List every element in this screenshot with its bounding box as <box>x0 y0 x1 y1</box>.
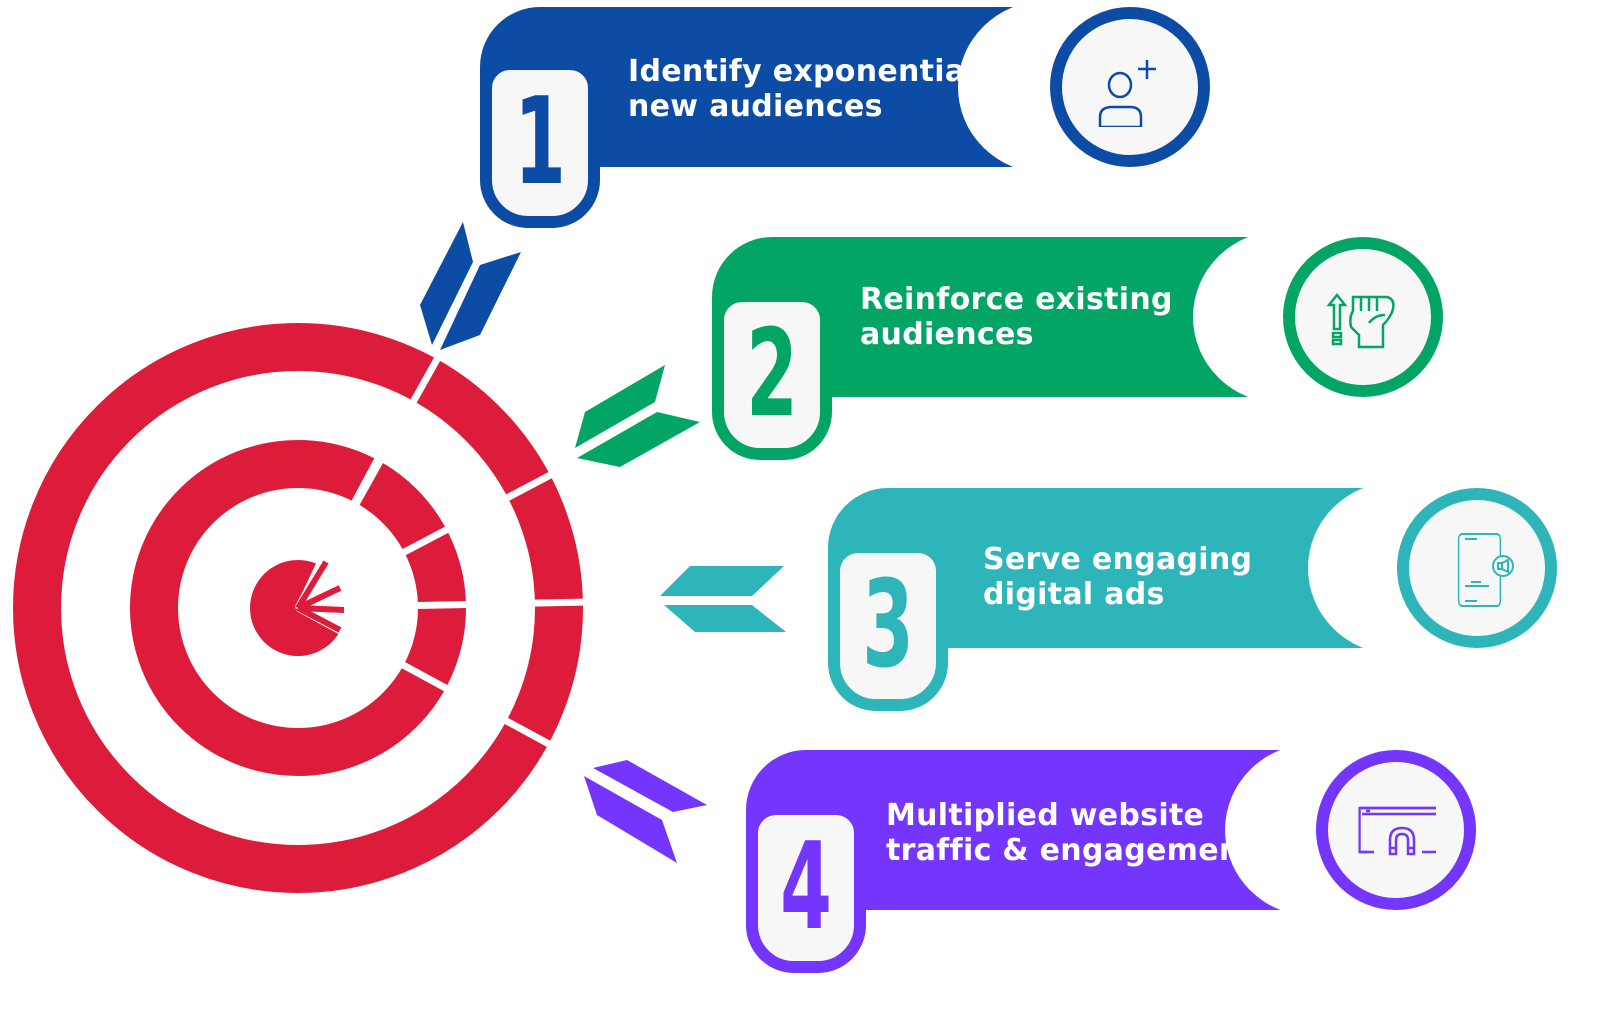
arrow-4 <box>584 760 707 863</box>
step-2-number-badge: 2 <box>712 290 832 460</box>
add-user-icon <box>1098 60 1156 127</box>
step-2-icon-circle <box>1283 237 1443 397</box>
step-1-number: 1 <box>514 73 566 212</box>
arrow-1 <box>420 222 521 350</box>
step-1-icon-circle <box>1050 7 1210 167</box>
step-1-number-badge: 1 <box>480 58 600 228</box>
step-3-number-badge: 3 <box>828 541 948 711</box>
bullseye-wedges <box>295 560 345 633</box>
outer-ring <box>13 323 583 893</box>
phone-megaphone-icon <box>1457 533 1514 607</box>
arrow-2 <box>575 365 700 467</box>
raised-fist-arrow-up-icon <box>1326 292 1395 349</box>
step-4-icon-circle <box>1316 750 1476 910</box>
browser-magnet-icon <box>1358 806 1436 856</box>
step-3-number: 3 <box>862 556 914 695</box>
step-3-icon-circle <box>1397 488 1557 648</box>
bullseye-cut <box>295 555 360 640</box>
step-4-number: 4 <box>780 818 832 957</box>
arrow-3 <box>660 566 786 632</box>
step-2-number: 2 <box>746 305 798 444</box>
step-4-number-badge: 4 <box>746 803 866 973</box>
